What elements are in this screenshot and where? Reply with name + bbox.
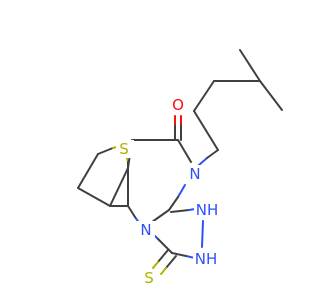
bond-cs-2-s: [160, 267, 167, 275]
bond-c3-c4: [109, 167, 129, 207]
atom-nh-lower: NH: [195, 250, 218, 268]
molecule-structure: S O N N NH NH S: [77, 49, 283, 287]
bond-c2-c3: [77, 187, 111, 207]
bond-c1-s: [97, 147, 114, 155]
atom-oxygen: O: [172, 96, 184, 114]
bond-nhlower-c8: [171, 252, 187, 257]
bond-c8-nbridge: [156, 237, 173, 254]
bond-chain-2: [193, 110, 219, 151]
bond-c7-nhupper: [170, 209, 190, 213]
bond-chain-7: [239, 49, 261, 82]
bond-chain-1: [206, 149, 219, 159]
bond-chain-6: [259, 80, 283, 111]
bond-nbridge-c4: [127, 205, 136, 218]
atom-nitrogen-bridge: N: [140, 221, 151, 239]
bond-cs-1: [157, 249, 169, 263]
bond-namide-c7: [168, 196, 179, 211]
atom-nh-upper: NH: [196, 201, 219, 219]
bond-chain-4: [193, 80, 215, 112]
bond-namide-chain-n: [198, 157, 208, 166]
atom-nitrogen-amide: N: [189, 165, 200, 183]
atom-sulfur-thione: S: [144, 269, 154, 287]
bond-c1-c2: [77, 153, 99, 189]
bond-cs-1-s: [152, 261, 159, 269]
bond-cs-2: [165, 255, 177, 269]
bond-nhupper-nhlower: [201, 220, 204, 248]
bond-carbonyl-namide: [177, 139, 192, 163]
bond-namide-c7-n: [177, 184, 186, 198]
bond-c7-nbridge: [151, 209, 170, 223]
atom-sulfur-ring: S: [119, 140, 129, 158]
